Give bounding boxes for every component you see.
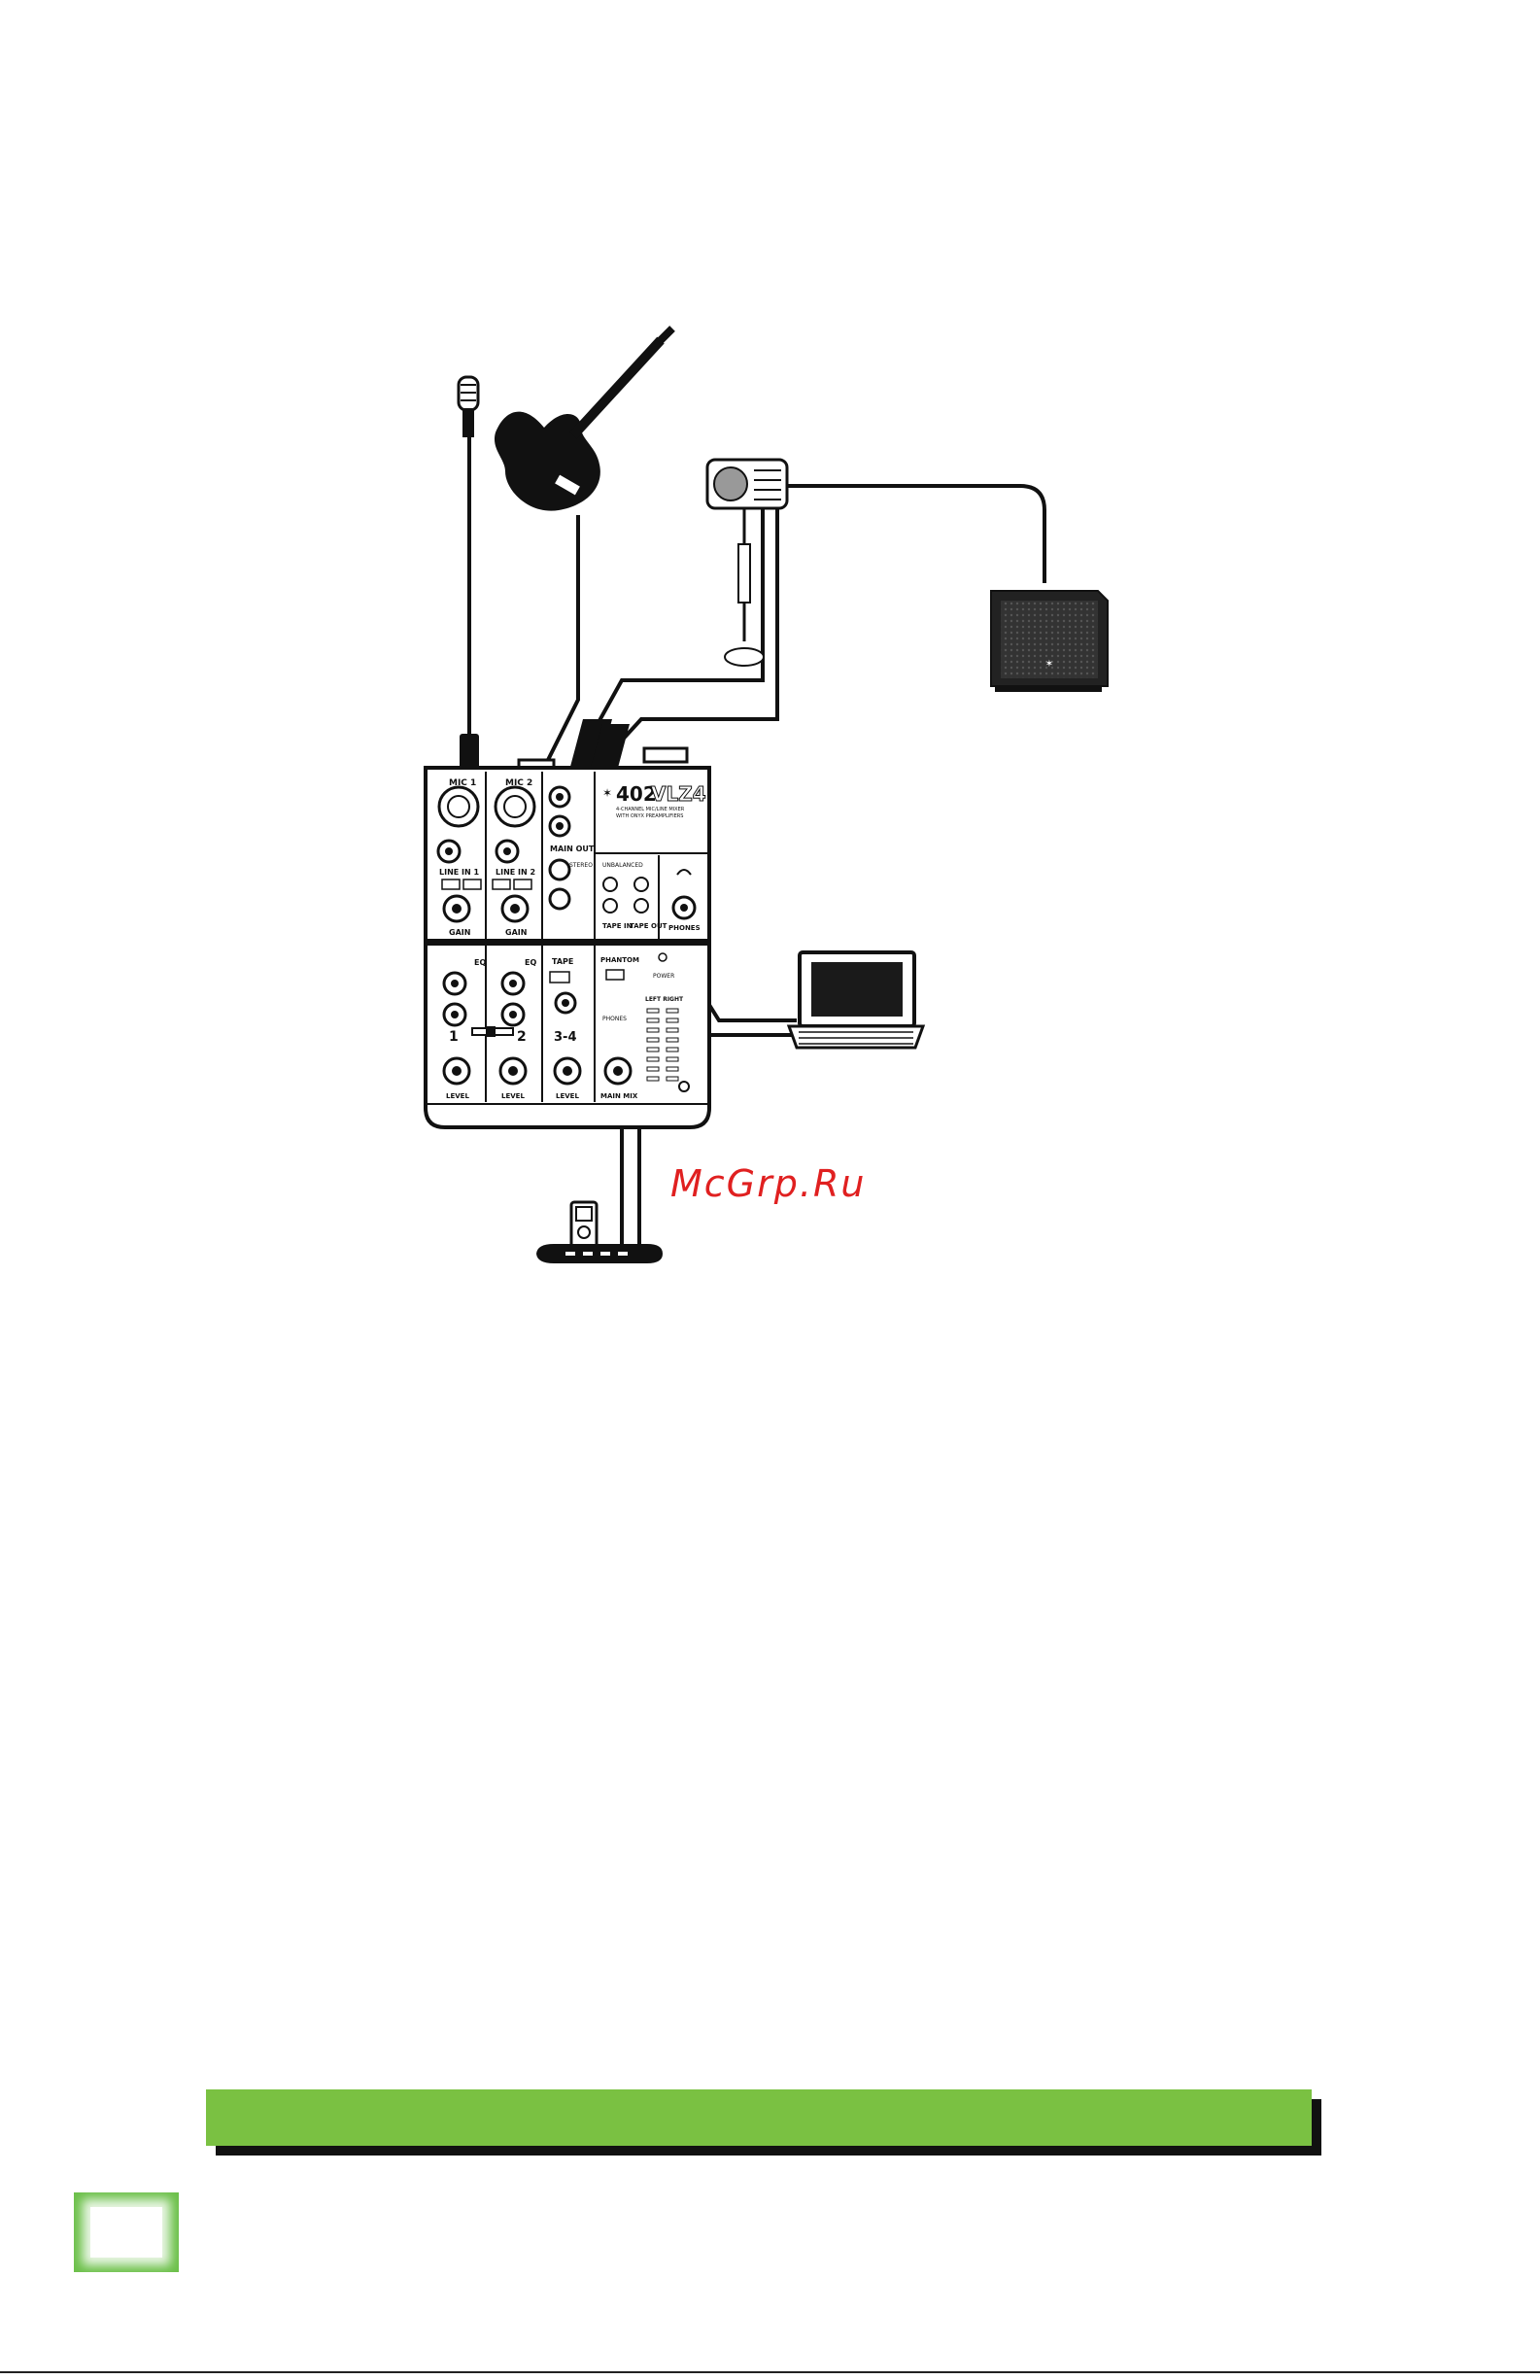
svg-text:4-CHANNEL MIC/LINE MIXER: 4-CHANNEL MIC/LINE MIXER: [616, 807, 685, 812]
svg-text:STEREO: STEREO: [569, 862, 593, 869]
svg-text:LEVEL: LEVEL: [446, 1092, 469, 1100]
speaker-logo-icon: ✶: [1045, 659, 1053, 670]
svg-text:TAPE: TAPE: [552, 957, 573, 966]
svg-text:TAPE OUT: TAPE OUT: [630, 922, 667, 930]
watermark: McGrp.Ru: [670, 1162, 866, 1205]
ipod-dock: [536, 1202, 663, 1263]
svg-text:2: 2: [517, 1029, 527, 1045]
svg-text:GAIN: GAIN: [505, 928, 527, 937]
svg-text:WITH ONYX PREAMPLIFIERS: WITH ONYX PREAMPLIFIERS: [616, 813, 683, 819]
svg-text:TAPE IN: TAPE IN: [602, 922, 633, 930]
svg-text:LEVEL: LEVEL: [556, 1092, 579, 1100]
svg-text:GAIN: GAIN: [449, 928, 470, 937]
svg-text:EQ: EQ: [474, 958, 486, 967]
svg-text:LINE IN 1: LINE IN 1: [439, 868, 479, 877]
page-tab-marker: [74, 2192, 179, 2272]
svg-text:UNBALANCED: UNBALANCED: [602, 862, 643, 869]
laptop-computer: [789, 952, 923, 1048]
svg-text:MAIN MIX: MAIN MIX: [600, 1092, 638, 1100]
svg-text:PHONES: PHONES: [668, 924, 701, 932]
section-header-bar: [206, 2089, 1312, 2146]
speaker-cable: [777, 486, 1044, 583]
svg-text:LEFT RIGHT: LEFT RIGHT: [645, 996, 684, 1003]
svg-text:LINE IN 2: LINE IN 2: [496, 868, 535, 877]
svg-text:EQ: EQ: [525, 958, 536, 967]
svg-text:3-4: 3-4: [554, 1030, 577, 1045]
svg-text:LEVEL: LEVEL: [501, 1092, 525, 1100]
microphone: [459, 377, 478, 437]
svg-text:POWER: POWER: [653, 973, 674, 980]
svg-text:1: 1: [449, 1029, 459, 1045]
svg-text:VLZ4: VLZ4: [651, 782, 706, 806]
loudspeaker: ✶: [991, 591, 1108, 692]
svg-text:PHONES: PHONES: [602, 1016, 627, 1022]
running-man-logo-icon: ✶: [602, 786, 612, 800]
svg-text:MAIN OUT: MAIN OUT: [550, 845, 595, 853]
mixer-402vlz4: MIC 1 MIC 2 LINE IN 1 LINE IN 2 GAIN GAI…: [426, 748, 709, 1127]
svg-text:MIC 2: MIC 2: [505, 778, 532, 788]
footer-rule: [0, 2371, 1540, 2373]
svg-text:MIC 1: MIC 1: [449, 778, 476, 788]
personal-monitor: [707, 460, 787, 666]
acoustic-guitar-icon: [495, 328, 672, 511]
svg-text:PHANTOM: PHANTOM: [600, 956, 639, 964]
